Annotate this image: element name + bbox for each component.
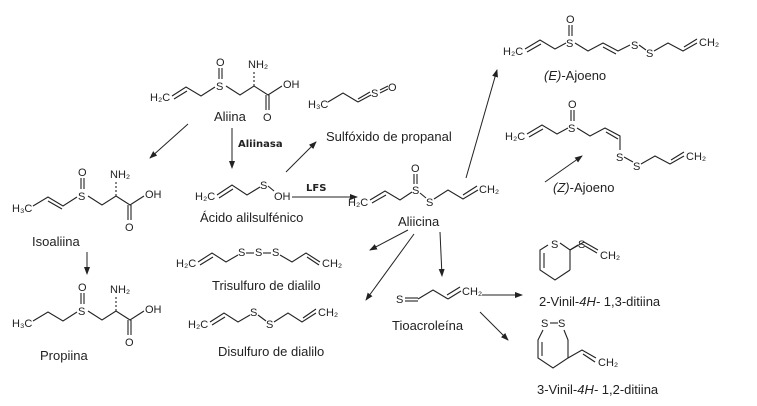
atom-label: H₂C: [503, 46, 523, 58]
arrow-acido-sulfoxido: [285, 141, 317, 173]
atom-label: NH₂: [110, 284, 130, 296]
aliina-structure: H₂C S O NH₂ OH O: [150, 57, 300, 124]
atom-label: S: [371, 88, 378, 100]
label-z-ajoeno: (Z)-Ajoeno: [553, 180, 614, 195]
label-acido-alilsulfenico: Ácido alilsulfénico: [200, 210, 303, 225]
atom-label: O: [566, 14, 575, 26]
atom-label: H₂C: [348, 197, 368, 209]
atom-label: CH₂: [600, 250, 620, 262]
atom-label: S: [646, 48, 653, 60]
atom-label: CH₂: [699, 37, 719, 49]
label-trisulfuro-de-dialilo: Trisulfuro de dialilo: [212, 278, 321, 293]
atom-label: O: [216, 57, 225, 69]
sulfoxido-structure: H₃C S O: [308, 82, 397, 111]
atom-label: S: [631, 40, 638, 52]
atom-label: H₃C: [308, 99, 328, 111]
atom-label: S: [616, 152, 623, 164]
arrow-tioacroleina-12-ditiina: [479, 311, 509, 341]
atom-label: CH₂: [318, 307, 338, 319]
atom-label: OH: [283, 79, 300, 91]
arrow-aliicina-z-ajoeno: [544, 155, 583, 183]
ditiina-12-structure: S S CH₂: [537, 318, 618, 369]
atom-label: H₂C: [188, 319, 208, 331]
atom-label: CH₂: [598, 357, 618, 369]
arrow-aliicina-disulfuro: [365, 233, 415, 301]
label-3-vinil-12-ditiina: 3-Vinil-4H- 1,2-ditiina: [537, 382, 659, 397]
atom-label: O: [78, 167, 87, 179]
atom-label: S: [541, 318, 548, 330]
ditiina-13-structure: S S CH₂: [539, 239, 620, 281]
atom-label: S: [633, 161, 640, 173]
label-aliicina: Aliicina: [398, 214, 440, 229]
atom-label: S: [238, 247, 245, 259]
atom-label: H₂C: [505, 131, 525, 143]
atom-label: OH: [145, 189, 162, 201]
atom-label: S: [568, 123, 575, 135]
atom-label: NH₂: [248, 59, 268, 71]
atom-label: S: [216, 81, 223, 93]
enzyme-lfs: LFS: [306, 183, 326, 194]
atom-label: O: [411, 163, 420, 175]
label-tioacroleina: Tioacroleína: [392, 318, 464, 333]
label-propiina: Propiina: [40, 348, 88, 363]
atom-label: S: [266, 319, 273, 331]
propiina-structure: H₃C S O NH₂ OH O: [12, 282, 162, 349]
atom-label: S: [578, 239, 585, 251]
disulfuro-structure: H₂C S S CH₂: [188, 307, 338, 331]
atom-label: H₃C: [12, 318, 32, 330]
acido-structure: H₂C S OH: [195, 180, 291, 203]
e-ajoeno-structure: H₂C S O S S CH₂: [503, 14, 719, 60]
arrow-aliicina-trisulfuro: [369, 229, 409, 251]
atom-label: O: [263, 112, 272, 124]
label-2-vinil-13-ditiina: 2-Vinil-4H- 1,3-ditiina: [539, 294, 661, 309]
atom-label: S: [551, 239, 558, 251]
atom-label: S: [260, 180, 267, 192]
label-disulfuro-de-dialilo: Disulfuro de dialilo: [218, 344, 324, 359]
atom-label: CH₂: [479, 184, 499, 196]
arrow-aliicina-tioacroleina: [438, 231, 445, 277]
aliicina-structure: H₂C S O S CH₂: [348, 163, 499, 209]
atom-label: OH: [145, 304, 162, 316]
atom-label: S: [396, 294, 403, 306]
arrow-aliina-isoaliina: [149, 123, 189, 159]
arrow-aliicina-e-ajoeno: [465, 69, 498, 179]
atom-label: O: [78, 282, 87, 294]
z-ajoeno-structure: H₂C S O S S CH₂: [505, 99, 706, 173]
atom-label: NH₂: [110, 169, 130, 181]
atom-label: OH: [274, 191, 291, 203]
atom-label: S: [412, 185, 419, 197]
atom-label: S: [426, 197, 433, 209]
atom-label: H₂C: [176, 258, 196, 270]
label-e-ajoeno: (E)-Ajoeno: [544, 68, 606, 83]
trisulfuro-structure: H₂C S S S CH₂: [176, 247, 342, 270]
atom-label: S: [78, 306, 85, 318]
enzyme-aliinasa: Aliinasa: [238, 139, 283, 150]
atom-label: CH₂: [462, 286, 482, 298]
atom-label: CH₂: [322, 258, 342, 270]
atom-label: O: [388, 82, 397, 94]
atom-label: S: [558, 318, 565, 330]
atom-label: S: [272, 247, 279, 259]
atom-label: O: [125, 222, 134, 234]
atom-label: O: [125, 337, 134, 349]
atom-label: H₂C: [195, 191, 215, 203]
atom-label: H₃C: [12, 203, 32, 215]
tioacroleina-structure: S CH₂: [396, 286, 482, 306]
atom-label: O: [568, 99, 577, 111]
label-aliina: Aliina: [214, 109, 247, 124]
label-isoaliina: Isoaliina: [32, 234, 80, 249]
label-sulfoxido-de-propanal: Sulfóxido de propanal: [326, 129, 452, 144]
isoaliina-structure: H₃C S O NH₂ OH O: [12, 167, 162, 234]
atom-label: S: [566, 38, 573, 50]
atom-label: S: [255, 247, 262, 259]
atom-label: CH₂: [686, 151, 706, 163]
atom-label: S: [78, 191, 85, 203]
atom-label: H₂C: [150, 92, 170, 104]
atom-label: S: [250, 307, 257, 319]
